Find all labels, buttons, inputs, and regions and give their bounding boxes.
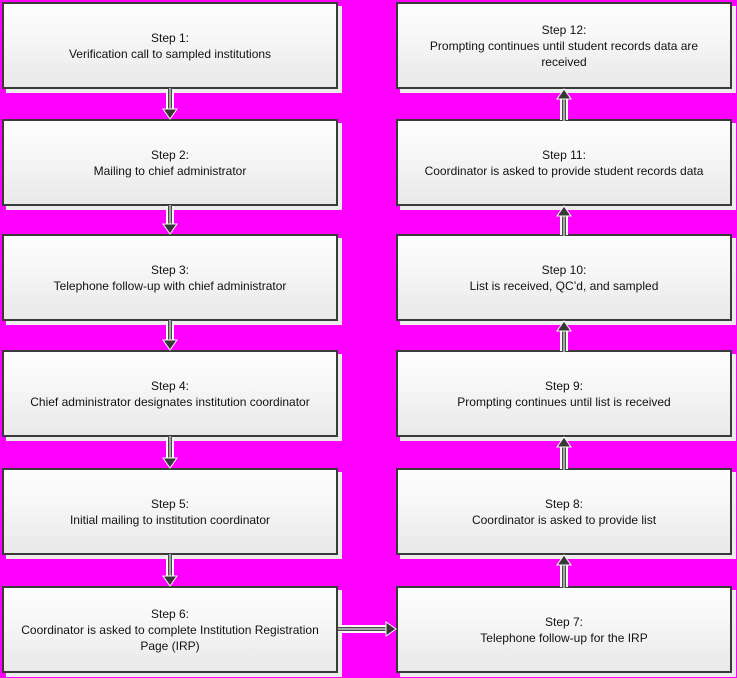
step-title: Step 11: <box>542 147 586 162</box>
step-title: Step 4: <box>150 378 190 393</box>
step-text: Prompting continues until list is receiv… <box>457 394 671 409</box>
step-title: Step 2: <box>150 147 190 162</box>
arrow-down-step3-to-step4-icon <box>162 320 178 351</box>
step-title: Step 5: <box>150 496 190 511</box>
arrow-up-step9-to-step10-icon <box>556 320 572 352</box>
flow-step-6: Step 6: Coordinator is asked to complete… <box>2 586 338 673</box>
step-text: Telephone follow-up for the IRP <box>480 630 648 645</box>
arrow-down-step1-to-step2-icon <box>162 88 178 120</box>
flow-step-3: Step 3: Telephone follow-up with chief a… <box>2 234 338 321</box>
step-text: Mailing to chief administrator <box>93 163 247 178</box>
flow-step-12: Step 12: Prompting continues until stude… <box>396 2 732 89</box>
arrow-down-step4-to-step5-icon <box>162 436 178 469</box>
arrow-up-step10-to-step11-icon <box>556 205 572 236</box>
step-title: Step 3: <box>150 262 190 277</box>
step-text: List is received, QC’d, and sampled <box>469 278 659 293</box>
step-title: Step 7: <box>544 614 584 629</box>
flow-step-5: Step 5: Initial mailing to institution c… <box>2 468 338 555</box>
step-title: Step 9: <box>544 378 584 393</box>
arrow-down-step2-to-step3-icon <box>162 205 178 235</box>
step-text: Chief administrator designates instituti… <box>30 394 310 409</box>
flow-step-8: Step 8: Coordinator is asked to provide … <box>396 468 732 555</box>
step-text: Verification call to sampled institution… <box>68 46 272 61</box>
step-text: Coordinator is asked to provide student … <box>424 163 704 178</box>
arrow-up-step7-to-step8-icon <box>556 554 572 588</box>
step-text: Coordinator is asked to provide list <box>471 512 657 527</box>
arrow-up-step11-to-step12-icon <box>556 88 572 121</box>
step-title: Step 12: <box>541 22 587 37</box>
step-text: Telephone follow-up with chief administr… <box>53 278 287 293</box>
step-text: Coordinator is asked to complete Institu… <box>21 622 319 653</box>
flow-step-10: Step 10: List is received, QC’d, and sam… <box>396 234 732 321</box>
arrow-up-step8-to-step9-icon <box>556 436 572 470</box>
arrow-down-step5-to-step6-icon <box>162 554 178 587</box>
step-title: Step 8: <box>544 496 584 511</box>
flow-step-9: Step 9: Prompting continues until list i… <box>396 350 732 437</box>
step-text: Initial mailing to institution coordinat… <box>69 512 271 527</box>
flow-step-11: Step 11: Coordinator is asked to provide… <box>396 119 732 206</box>
flow-step-2: Step 2: Mailing to chief administrator <box>2 119 338 206</box>
step-title: Step 6: <box>150 606 190 621</box>
flow-step-1: Step 1: Verification call to sampled ins… <box>2 2 338 89</box>
flow-step-4: Step 4: Chief administrator designates i… <box>2 350 338 437</box>
arrow-right-step6-to-step7-icon <box>338 621 397 637</box>
flow-step-7: Step 7: Telephone follow-up for the IRP <box>396 586 732 673</box>
step-title: Step 10: <box>541 262 587 277</box>
step-title: Step 1: <box>150 30 190 45</box>
step-text: Prompting continues until student record… <box>429 38 699 69</box>
